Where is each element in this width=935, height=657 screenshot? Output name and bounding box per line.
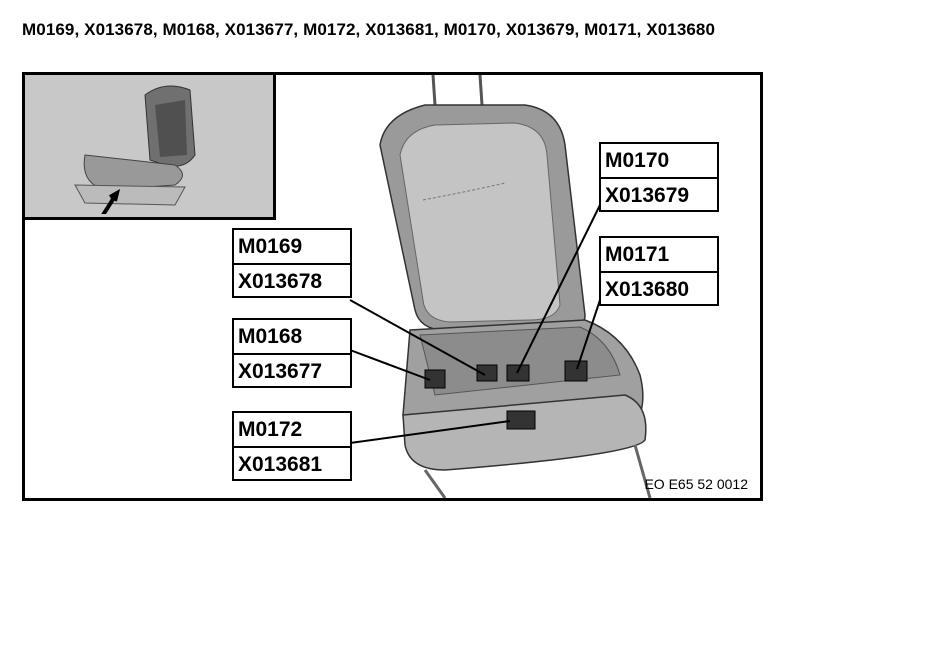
page-title: M0169, X013678, M0168, X013677, M0172, X…	[22, 20, 716, 39]
callout-m0168: M0168 X013677	[232, 318, 352, 388]
module-label: M0169	[238, 235, 303, 258]
inset-overview-image	[25, 75, 276, 220]
callout-m0172: M0172 X013681	[232, 411, 352, 481]
connector-label: X013679	[601, 177, 717, 210]
module-label: M0172	[238, 418, 303, 441]
seat-location-icon	[74, 85, 196, 217]
connector-label: X013677	[234, 353, 350, 386]
module-label: M0171	[605, 243, 670, 266]
connector-label: X013678	[234, 263, 350, 296]
callout-m0170: M0170 X013679	[599, 142, 719, 212]
module-label: M0168	[238, 325, 303, 348]
connector-label: X013681	[234, 446, 350, 479]
seat-illustration	[349, 75, 652, 498]
module-label: M0170	[605, 149, 670, 172]
figure-reference: EO E65 52 0012	[644, 476, 748, 492]
callout-m0169: M0169 X013678	[232, 228, 352, 298]
seat-connector-diagram: M0169 X013678 M0168 X013677 M0172 X01368…	[22, 72, 763, 501]
connector-label: X013680	[601, 271, 717, 304]
callout-m0171: M0171 X013680	[599, 236, 719, 306]
